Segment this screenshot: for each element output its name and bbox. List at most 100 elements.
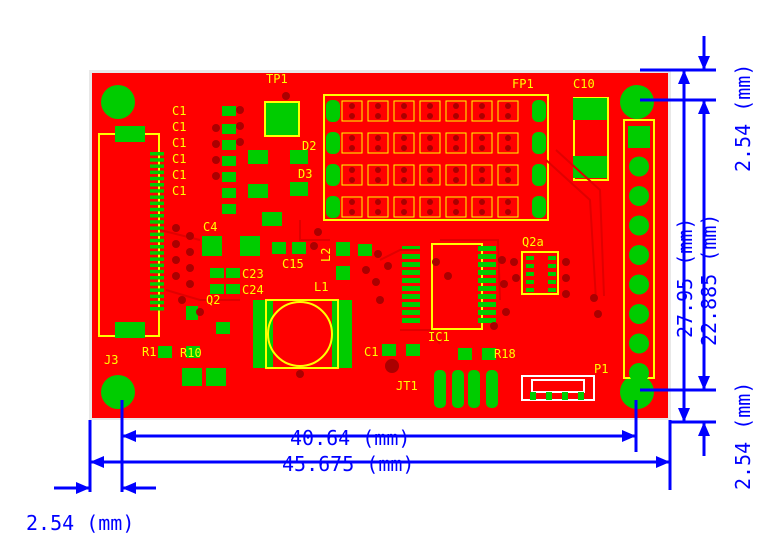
fp1-via <box>401 177 407 183</box>
ic1-pin <box>478 254 496 259</box>
fpc-finger <box>150 158 164 162</box>
fp1-via <box>427 209 433 215</box>
label-r1: R1 <box>142 345 156 359</box>
fpc-finger <box>150 282 164 286</box>
silkscreen-labels: TP1 FP1 C10 C1 C1 C1 C1 C1 C1 D2 D3 C4 C… <box>104 72 608 393</box>
fp1-via <box>401 167 407 173</box>
fp1-via <box>375 167 381 173</box>
via-icon <box>362 266 370 274</box>
label-c1b: C1 <box>172 120 186 134</box>
via-icon <box>178 296 186 304</box>
fp1-via <box>479 167 485 173</box>
fp1-via <box>453 135 459 141</box>
via-icon <box>196 308 204 316</box>
fp1-via <box>505 199 511 205</box>
via-icon <box>374 250 382 258</box>
via-icon <box>172 224 180 232</box>
fp1-cell <box>471 132 493 154</box>
via-icon <box>590 294 598 302</box>
fp1-via <box>349 103 355 109</box>
via-icon <box>562 274 570 282</box>
p1-connector <box>521 375 595 401</box>
fpc-finger <box>150 269 164 274</box>
via-icon <box>490 322 498 330</box>
fp1-via <box>479 209 485 215</box>
label-tp1: TP1 <box>266 72 288 86</box>
q2a-pin <box>526 272 534 276</box>
passives-c1-column <box>222 106 308 226</box>
fp1-cell <box>367 100 389 122</box>
header-pin <box>629 245 649 265</box>
label-c23: C23 <box>242 267 264 281</box>
c4-pad <box>202 236 222 256</box>
header-pin <box>629 215 649 236</box>
ic1-pin <box>402 262 420 267</box>
fp1-via <box>349 209 355 215</box>
mounting-hole-icon <box>620 85 654 119</box>
fp1-via <box>479 199 485 205</box>
fp1-via <box>349 199 355 205</box>
via-icon <box>376 296 384 304</box>
fpc-finger <box>150 176 164 181</box>
fp1-via <box>505 167 511 173</box>
traces <box>159 149 605 345</box>
fp1-via <box>349 177 355 183</box>
ic1-pin <box>402 286 420 291</box>
fp1-via <box>427 167 433 173</box>
fp1-via <box>479 113 485 119</box>
fpc-finger <box>150 189 164 193</box>
fp1-cell <box>471 164 493 186</box>
fp1-cell <box>367 132 389 154</box>
fp1-cell <box>341 100 363 122</box>
via-icon <box>562 290 570 298</box>
via-icon <box>385 359 399 373</box>
fp1-cell <box>419 196 441 218</box>
fp1-via <box>479 135 485 141</box>
fp1-via <box>479 145 485 151</box>
fp1-pad <box>326 196 340 218</box>
dim-vertical-bottom-right: 2.54 (mm) <box>731 382 755 490</box>
fp1-cell <box>497 196 519 218</box>
via-icon <box>186 248 194 256</box>
via-icon <box>432 258 440 266</box>
header-pin <box>628 126 650 148</box>
label-c1a: C1 <box>172 104 186 118</box>
via-icon <box>186 232 194 240</box>
via-icon <box>236 122 244 130</box>
fp1-via <box>505 135 511 141</box>
fp1-via <box>505 177 511 183</box>
via-icon <box>498 256 506 264</box>
l2-pad <box>336 242 350 256</box>
q2a-pin <box>526 256 534 260</box>
fp1-cell <box>393 132 415 154</box>
fpc-finger <box>150 195 164 199</box>
dimension-lines <box>54 36 716 494</box>
fp1-cell <box>393 196 415 218</box>
fp1-cell <box>497 132 519 154</box>
label-c24: C24 <box>242 283 264 297</box>
fp1-via <box>453 209 459 215</box>
label-c1d: C1 <box>172 152 186 166</box>
l1-inductor <box>253 299 352 369</box>
r10-pad <box>206 368 226 386</box>
fp1-via <box>427 199 433 205</box>
ic1-pin <box>478 246 496 251</box>
fp1-cell <box>367 164 389 186</box>
ic1-pin <box>478 262 496 267</box>
fp1-cell <box>445 100 467 122</box>
fp1-via <box>401 199 407 205</box>
fpc-finger <box>150 220 164 224</box>
ic1-pin <box>402 278 420 283</box>
q2a-pin <box>548 256 556 260</box>
ic1-pin <box>478 302 496 307</box>
fp1-via <box>453 177 459 183</box>
fp1-via <box>401 135 407 141</box>
via-icon <box>384 262 392 270</box>
fp1-via <box>427 135 433 141</box>
fpc-finger <box>150 214 164 218</box>
via-icon <box>562 258 570 266</box>
fp1-via <box>375 113 381 119</box>
fp1-via <box>453 199 459 205</box>
dim-horizontal-outer: 45.675 (mm) <box>282 452 414 476</box>
ic1-pin <box>478 318 496 323</box>
